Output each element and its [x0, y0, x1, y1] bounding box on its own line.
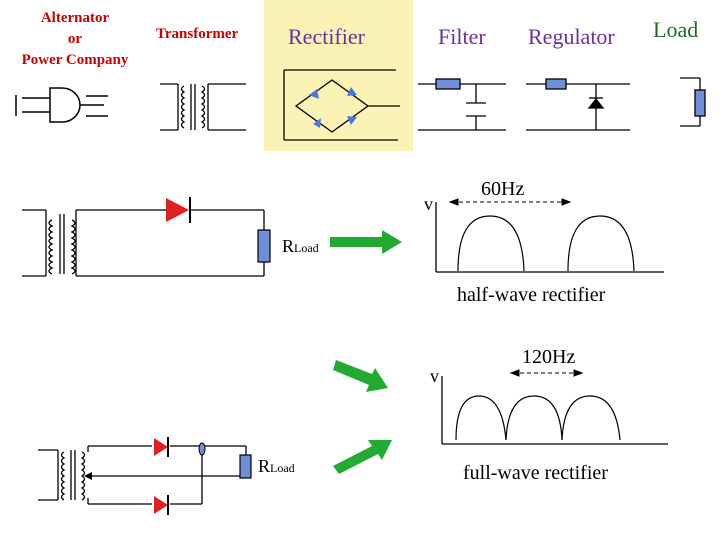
full-wave-pulse-3 — [561, 395, 621, 441]
top-row-symbols — [15, 69, 706, 141]
half-wave-load-resistor — [257, 229, 271, 263]
half-wave-period-label: 60Hz — [481, 178, 525, 200]
filter-label: Filter — [438, 24, 486, 49]
half-wave-caption: half-wave rectifier — [457, 284, 606, 306]
alternator-label-line1: Alternator — [40, 10, 110, 26]
half-wave-period-arrow — [448, 198, 572, 206]
alternator-label-line3: Power Company — [21, 52, 129, 68]
half-wave-load-label-sub: Load — [294, 241, 319, 255]
full-wave-caption: full-wave rectifier — [463, 462, 608, 484]
transformer-label: Transformer — [156, 26, 239, 42]
load-symbol — [680, 77, 706, 127]
full-wave-diode-bottom — [154, 496, 168, 514]
full-wave-green-arrow — [333, 440, 392, 474]
alternator-label-line2: or — [67, 31, 83, 47]
full-wave-junction — [198, 442, 206, 456]
half-wave-circuit — [22, 197, 402, 277]
alternator-symbol — [15, 87, 108, 123]
regulator-symbol — [526, 78, 630, 131]
full-wave-pulse-1 — [455, 395, 507, 441]
half-wave-axis-label: v — [424, 194, 433, 214]
full-wave-load-label-main: R — [258, 456, 271, 476]
half-wave-diode — [166, 198, 189, 222]
filter-symbol — [418, 78, 506, 131]
full-wave-load-label: RLoad — [258, 456, 295, 477]
rectifier-label: Rectifier — [288, 24, 365, 49]
full-wave-arrowhead — [84, 472, 92, 480]
full-wave-pulse-2 — [505, 395, 563, 441]
half-wave-pulse-1 — [457, 215, 525, 272]
half-wave-load-label-main: R — [282, 236, 295, 256]
transformer-symbol — [160, 83, 246, 131]
rectifier-highlight — [264, 0, 413, 151]
half-wave-waveform — [435, 198, 664, 273]
bridge-rectifier-symbol — [283, 69, 400, 141]
alternator-label: Alternator or Power Company — [4, 8, 146, 71]
full-wave-period-arrow — [509, 369, 584, 377]
full-wave-load-resistor — [239, 454, 252, 479]
load-label: Load — [653, 17, 699, 42]
full-wave-load-label-sub: Load — [270, 461, 295, 475]
half-wave-load-label: RLoad — [282, 236, 319, 257]
full-wave-diode-top — [154, 438, 168, 456]
half-wave-pulse-2 — [567, 215, 635, 272]
middle-green-arrow — [333, 360, 388, 392]
regulator-label: Regulator — [528, 24, 615, 49]
half-wave-green-arrow — [330, 230, 402, 254]
full-wave-axis-label: v — [430, 366, 439, 386]
full-wave-period-label: 120Hz — [522, 346, 576, 368]
